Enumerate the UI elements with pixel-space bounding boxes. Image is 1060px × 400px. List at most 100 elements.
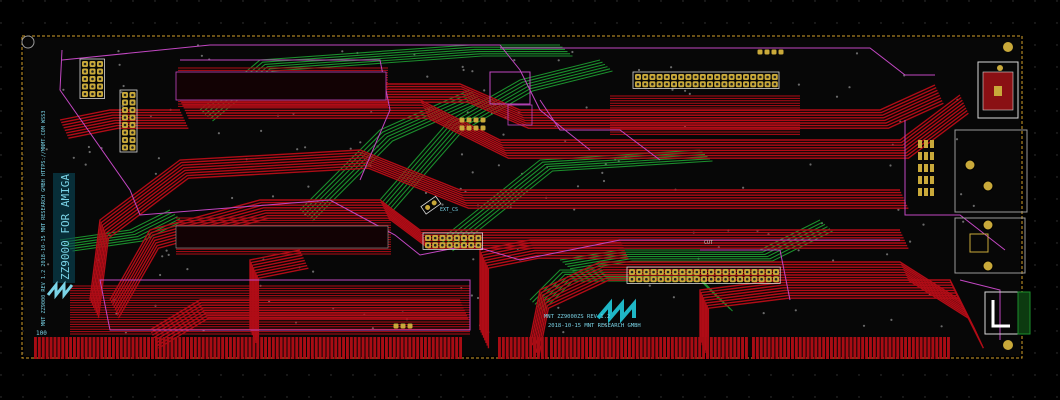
edge-finger — [729, 337, 733, 359]
header-pin-hole — [636, 82, 640, 86]
via — [886, 253, 889, 256]
header-pin-hole — [724, 277, 727, 281]
header-pin-hole — [738, 270, 742, 274]
via — [832, 259, 835, 262]
header-pin-hole — [123, 116, 127, 119]
edge-finger — [162, 337, 166, 359]
edge-finger — [592, 337, 596, 359]
edge-finger — [513, 337, 517, 359]
via — [562, 331, 565, 334]
red-trace — [186, 107, 967, 154]
edge-finger — [295, 337, 299, 359]
edge-finger — [655, 337, 659, 359]
edge-finger — [841, 337, 845, 359]
header-pin — [771, 49, 777, 55]
edge-finger — [896, 337, 900, 359]
header-pin-hole — [123, 108, 127, 112]
edge-finger — [635, 337, 639, 359]
via — [794, 309, 797, 312]
via — [670, 66, 673, 69]
edge-finger — [647, 337, 651, 359]
header-pin-hole — [91, 77, 94, 81]
via — [471, 171, 474, 174]
header-pin-hole — [753, 270, 756, 274]
header-pin-hole — [687, 75, 690, 79]
pin-header-mid — [119, 89, 138, 153]
pin-header-bottom-2x20 — [626, 266, 781, 284]
via — [922, 223, 925, 226]
edge-finger — [643, 337, 647, 359]
header-pin-hole — [426, 243, 430, 247]
green-trace — [304, 93, 476, 215]
rev-text: MNT ZZ9000ZS REV 1.2 — [544, 314, 610, 320]
via — [889, 164, 892, 167]
red-trace — [115, 212, 906, 314]
header-pin-hole — [658, 82, 661, 86]
via — [87, 145, 90, 149]
ext-cs-label: EXT_CS — [440, 207, 458, 213]
edge-finger — [667, 337, 670, 359]
red-trace — [96, 164, 908, 316]
via — [200, 54, 203, 57]
edge-finger — [213, 337, 217, 359]
via — [159, 273, 162, 277]
edge-finger — [620, 337, 624, 359]
edge-finger — [158, 337, 162, 359]
ethernet-connector — [954, 217, 1026, 274]
edge-finger — [741, 337, 744, 359]
red-trace — [62, 114, 183, 126]
edge-finger — [37, 337, 41, 359]
edge-finger — [299, 337, 303, 359]
hdmi-pad — [924, 164, 928, 172]
header-pin-hole — [433, 236, 437, 240]
header-pin-hole — [730, 82, 733, 86]
red-trace — [707, 297, 985, 359]
edge-finger — [931, 337, 935, 359]
red-trace — [487, 257, 629, 349]
edge-finger — [663, 337, 666, 359]
hdmi-pad — [924, 140, 928, 148]
hdmi-connector — [954, 129, 1028, 213]
header-pin-hole — [131, 146, 134, 149]
via — [557, 59, 560, 62]
header-pin-hole — [83, 70, 87, 73]
edge-finger — [553, 337, 557, 359]
edge-finger — [232, 337, 236, 359]
header-pin-hole — [744, 82, 748, 86]
header-pin-hole — [702, 270, 706, 274]
edge-finger — [84, 337, 88, 359]
hdmi-pad — [930, 140, 934, 148]
edge-finger — [517, 337, 521, 359]
header-pin-hole — [643, 82, 647, 86]
via — [604, 163, 607, 166]
mnt-logo-left — [46, 280, 74, 300]
red-trace — [250, 251, 302, 333]
edge-finger — [264, 337, 267, 359]
edge-finger — [525, 337, 529, 359]
header-pin-hole — [477, 243, 480, 247]
header-pin-hole — [83, 62, 87, 66]
header-pin — [459, 117, 465, 123]
hdmi-pad — [918, 188, 922, 196]
header-pin-hole — [83, 92, 87, 96]
via — [513, 59, 516, 62]
via — [341, 50, 344, 53]
edge-finger — [310, 337, 314, 359]
via — [909, 240, 912, 243]
edge-finger — [65, 337, 69, 359]
green-trace — [307, 96, 478, 217]
edge-finger — [794, 337, 798, 359]
edge-finger — [537, 337, 540, 359]
header-pin — [480, 125, 486, 131]
edge-finger — [752, 337, 755, 359]
red-trace — [183, 102, 965, 149]
edge-finger — [596, 337, 600, 359]
header-pin-hole — [665, 75, 669, 79]
edge-finger — [427, 337, 431, 359]
via — [472, 258, 475, 261]
edge-finger — [190, 337, 193, 359]
via — [972, 204, 975, 207]
edge-finger — [388, 337, 392, 359]
via — [349, 147, 352, 150]
green-trace — [299, 89, 471, 211]
